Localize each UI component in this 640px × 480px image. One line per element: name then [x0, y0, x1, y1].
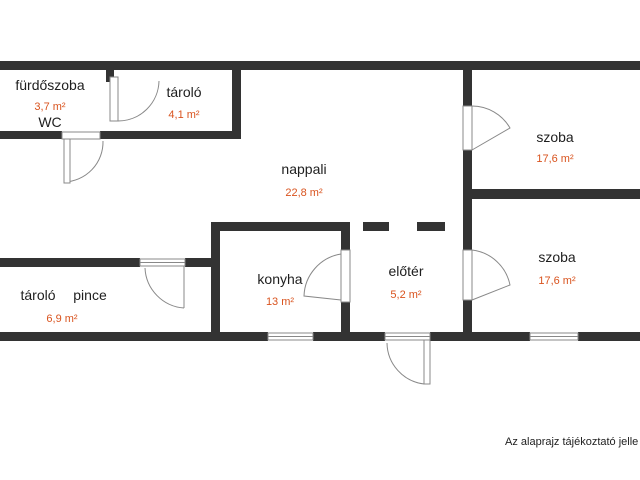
wall-passage-2	[417, 222, 445, 231]
wall-kitchen-hall-divider-bottom	[341, 302, 350, 340]
room-area-konyha: 13 m²	[266, 296, 294, 308]
room-name-tarolo-top: tároló	[166, 84, 201, 100]
wall-storage-top-right	[232, 70, 241, 139]
wall-kitchen-top	[211, 222, 344, 231]
wall-living-right-bottom	[463, 300, 472, 340]
room-name-furdoszoba: fürdőszoba	[15, 77, 84, 93]
wall-passage-1	[363, 222, 389, 231]
door-entrance	[384, 332, 431, 385]
room-area-eloter: 5,2 m²	[390, 289, 422, 301]
doors	[61, 76, 511, 385]
room-name-konyha: konyha	[257, 271, 302, 287]
door-room-bottom	[462, 249, 511, 301]
wall-kitchen-left	[211, 222, 220, 340]
wall-bathroom-bottom-right	[100, 131, 110, 139]
wall-kitchen-hall-divider-top	[341, 222, 350, 250]
room-name-tarolo-bottom: tároló	[20, 287, 55, 303]
room-name-pince: pince	[73, 287, 107, 303]
door-bathroom	[61, 131, 104, 184]
room-labels: fürdőszoba 3,7 m² WC tároló 4,1 m² nappa…	[15, 77, 576, 325]
wall-bathroom-bottom	[0, 131, 62, 139]
walls	[0, 61, 640, 341]
disclaimer-text: Az alaprajz tájékoztató jelle	[505, 436, 639, 448]
wall-cellar-top-left	[0, 258, 140, 267]
room-area-szoba-top: 17,6 m²	[536, 153, 574, 165]
room-name-szoba-top: szoba	[536, 129, 574, 145]
door-storage-top	[109, 76, 160, 122]
wall-cellar-top-right	[185, 258, 211, 267]
door-kitchen	[303, 249, 351, 303]
windows	[267, 332, 579, 341]
room-name-wc: WC	[38, 114, 61, 130]
wall-top-outer	[0, 61, 640, 70]
room-name-eloter: előtér	[388, 263, 423, 279]
wall-bottom-2	[313, 332, 385, 341]
wall-storage-top-bottom	[110, 131, 241, 139]
wall-living-right-mid	[463, 150, 472, 250]
room-area-tarolo-top: 4,1 m²	[168, 109, 200, 121]
wall-bottom-4	[578, 332, 640, 341]
room-area-furdoszoba: 3,7 m²	[34, 101, 66, 113]
door-cellar	[139, 258, 186, 309]
room-name-nappali: nappali	[281, 161, 326, 177]
room-area-nappali: 22,8 m²	[285, 187, 323, 199]
room-area-pince: 6,9 m²	[46, 313, 78, 325]
wall-rooms-divider	[472, 189, 640, 199]
door-room-top	[462, 105, 511, 151]
wall-bottom-3	[430, 332, 530, 341]
wall-bottom-1	[0, 332, 268, 341]
wall-bathroom-storage-divider	[106, 70, 114, 82]
room-name-szoba-bottom: szoba	[538, 249, 576, 265]
room-area-szoba-bottom: 17,6 m²	[538, 275, 576, 287]
wall-living-right-top	[463, 70, 472, 106]
